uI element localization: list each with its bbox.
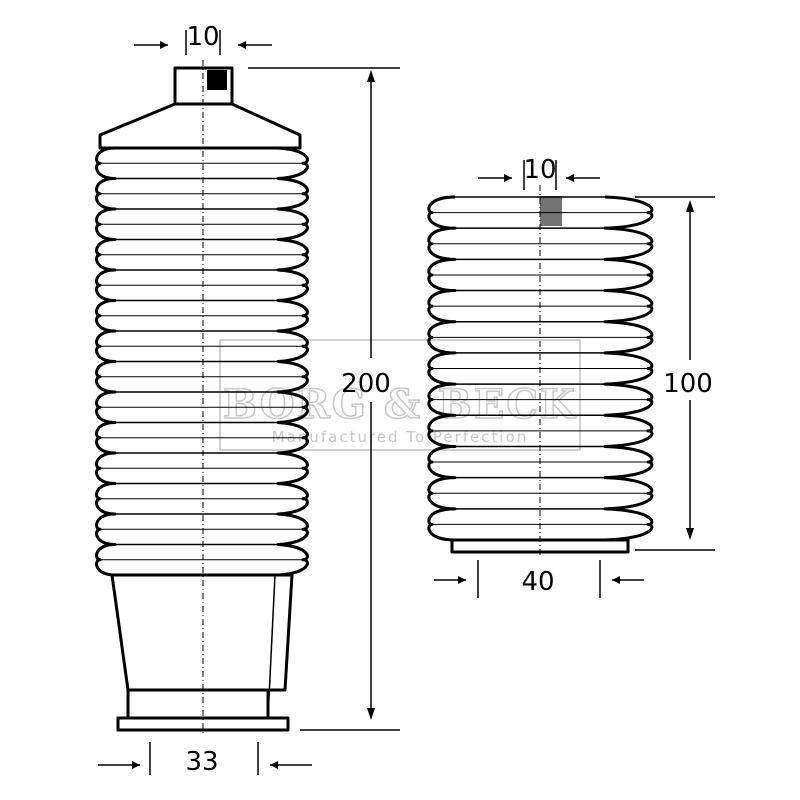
left-boot xyxy=(95,60,309,735)
right-height-arrowhead-bottom xyxy=(686,528,694,540)
right-top-width-label: 10 xyxy=(523,155,556,185)
right-bottom-width-label: 40 xyxy=(521,567,554,597)
right-bottom-dim-arrowhead-right xyxy=(612,576,620,584)
watermark-tagline: Manufactured To Perfection xyxy=(272,428,529,446)
left-top-dim-arrowhead-right xyxy=(238,41,246,49)
watermark-logo-text: BORG & BECK xyxy=(223,381,577,428)
right-height-label: 100 xyxy=(663,369,713,399)
right-boot-pleats xyxy=(432,196,648,541)
left-boot-neck-shade xyxy=(207,70,227,90)
right-height-arrowhead-top xyxy=(686,200,694,212)
left-boot-flange xyxy=(116,716,290,732)
left-bottom-dim-arrowhead-left xyxy=(132,761,140,769)
right-top-dim-arrowhead-right xyxy=(566,174,574,182)
right-bottom-dim-arrowhead-left xyxy=(458,576,466,584)
left-boot-pleats xyxy=(100,147,303,576)
right-boot-neck-shade xyxy=(540,196,562,226)
left-boot-shoulder xyxy=(98,102,302,150)
watermark: BORG & BECK Manufactured To Perfection xyxy=(219,339,581,451)
watermark-frame xyxy=(219,339,581,451)
left-height-arrowhead-bottom xyxy=(367,708,375,720)
left-boot-skirt xyxy=(110,573,294,692)
right-boot-flange xyxy=(450,538,630,554)
right-top-dim-arrowhead-left xyxy=(504,174,512,182)
right-dimensions: 10 100 40 xyxy=(434,155,715,598)
left-dimensions: 10 200 33 xyxy=(98,22,400,777)
left-height-label: 200 xyxy=(341,369,391,399)
left-bottom-dim-arrowhead-right xyxy=(270,761,278,769)
left-boot-skirt-edge xyxy=(267,574,276,719)
left-boot-base xyxy=(126,690,270,720)
left-top-width-label: 10 xyxy=(186,22,219,52)
left-bottom-width-label: 33 xyxy=(185,747,218,777)
left-top-dim-arrowhead-left xyxy=(160,41,168,49)
left-height-arrowhead-top xyxy=(367,70,375,82)
right-boot xyxy=(427,185,654,555)
